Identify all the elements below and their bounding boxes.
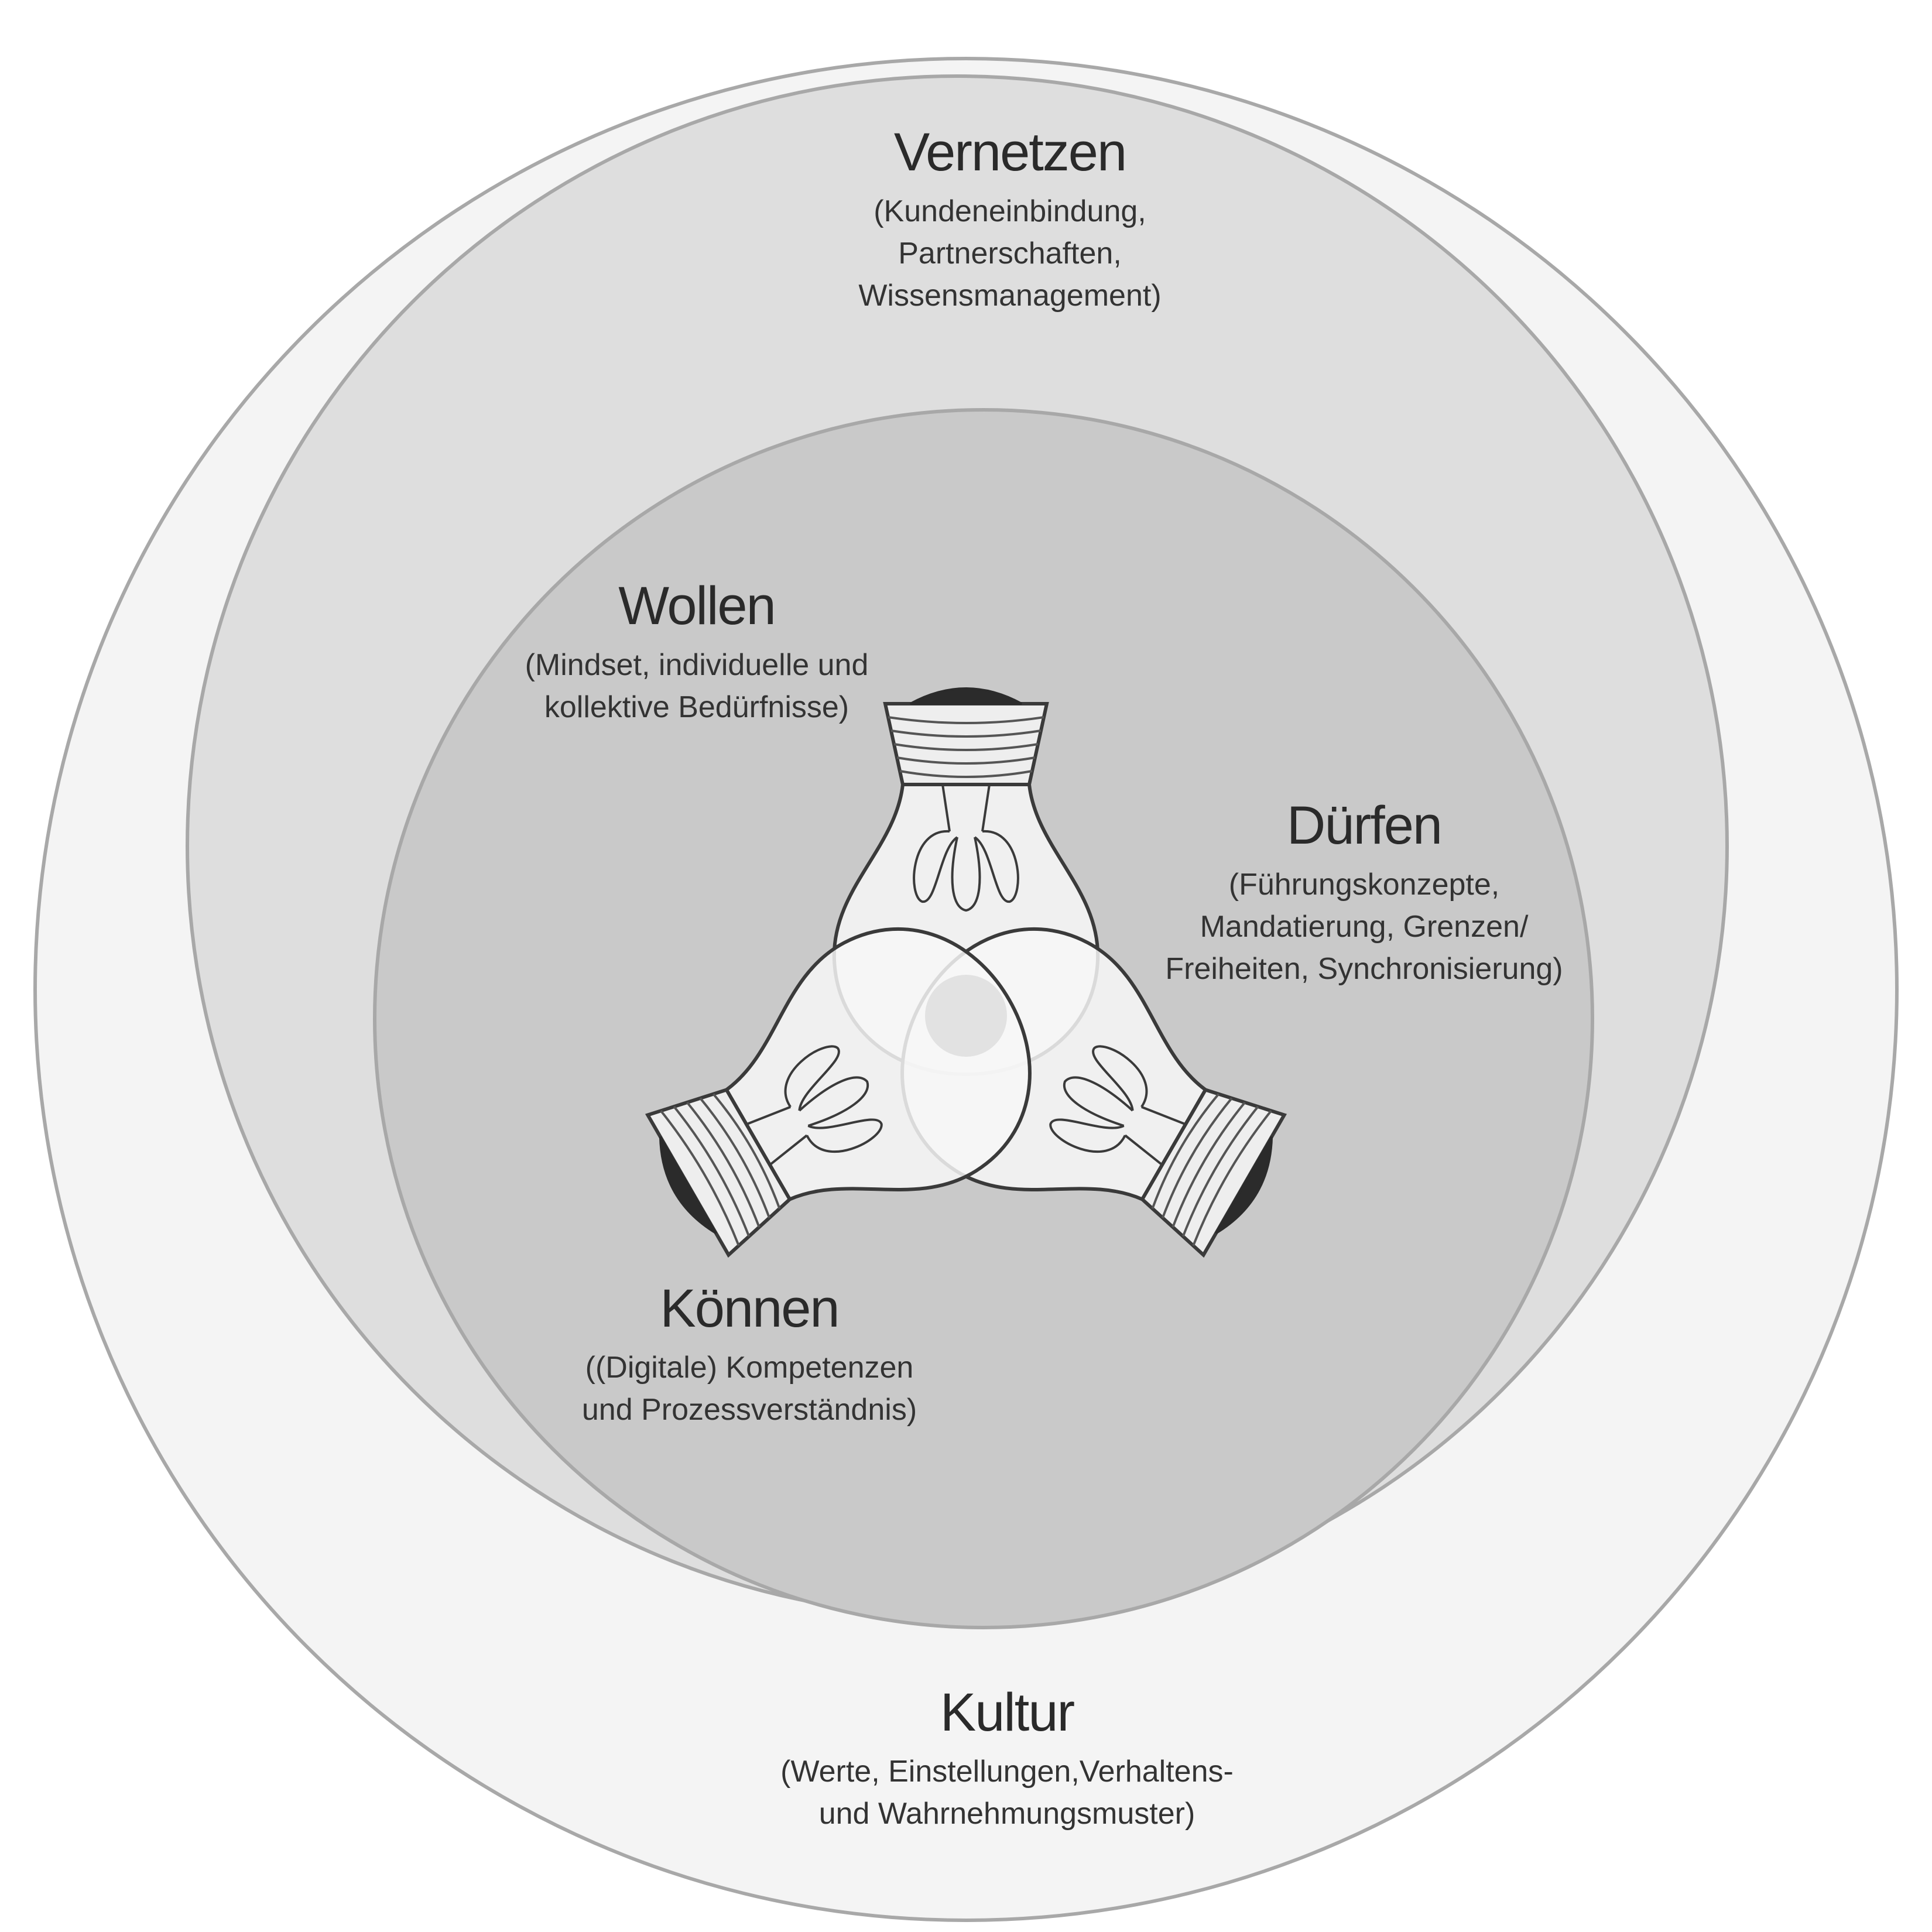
duerfen-line-3: Freiheiten, Synchronisierung): [1165, 952, 1563, 986]
duerfen-title: Dürfen: [1286, 796, 1443, 855]
vernetzen-line-1: (Kundeneinbindung,: [873, 194, 1146, 228]
vernetzen-line-2: Partnerschaften,: [898, 237, 1122, 270]
label-wollen: Wollen (Mindset, individuelle und kollek…: [439, 574, 954, 728]
label-duerfen: Dürfen (Führungskonzepte, Mandatierung, …: [1083, 793, 1645, 990]
koennen-line-1: ((Digitale) Kompetenzen: [585, 1351, 914, 1385]
vernetzen-title: Vernetzen: [893, 122, 1127, 182]
label-koennen: Können ((Digitale) Kompetenzen und Proze…: [480, 1276, 1019, 1431]
koennen-line-2: und Prozessverständnis): [581, 1393, 917, 1427]
wollen-line-2: kollektive Bedürfnisse): [544, 690, 849, 724]
koennen-title: Können: [660, 1279, 840, 1338]
wollen-title: Wollen: [618, 576, 776, 636]
label-kultur: Kultur (Werte, Einstellungen,Verhaltens-…: [691, 1680, 1323, 1835]
duerfen-line-2: Mandatierung, Grenzen/: [1200, 910, 1529, 944]
duerfen-line-1: (Führungskonzepte,: [1228, 868, 1500, 902]
kultur-title: Kultur: [940, 1683, 1075, 1742]
kultur-line-1: (Werte, Einstellungen,Verhaltens-: [780, 1755, 1234, 1789]
label-vernetzen: Vernetzen (Kundeneinbindung, Partnerscha…: [732, 120, 1288, 317]
wollen-line-1: (Mindset, individuelle und: [525, 648, 869, 682]
three-light-bulbs-icon: [609, 688, 1323, 1307]
kultur-line-2: und Wahrnehmungsmuster): [818, 1797, 1195, 1831]
vernetzen-line-3: Wissensmanagement): [858, 279, 1162, 313]
